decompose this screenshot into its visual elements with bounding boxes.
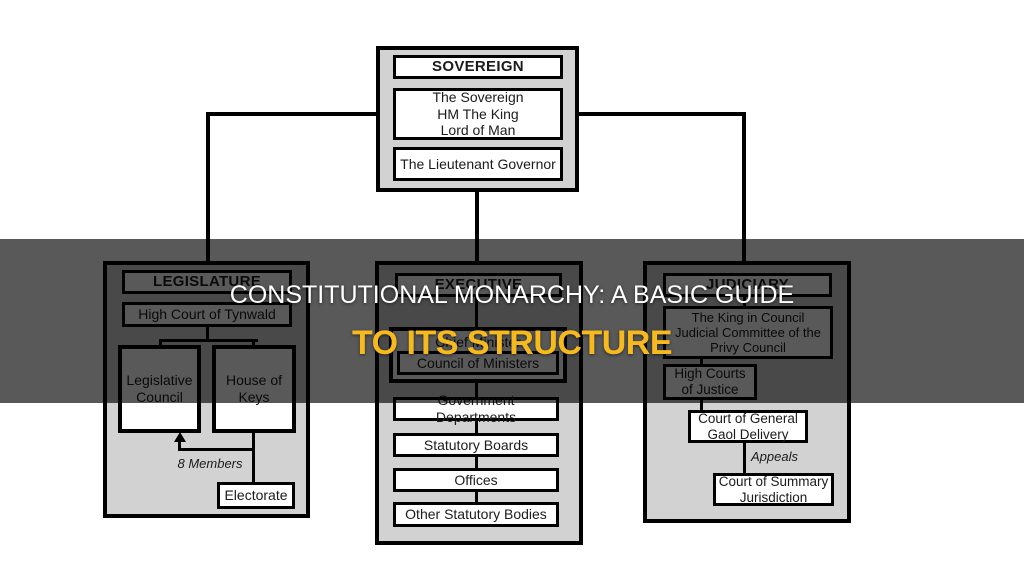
connector-line	[475, 492, 478, 502]
connector-line	[252, 433, 255, 451]
gaol-delivery-line: Gaol Delivery	[707, 426, 789, 442]
connector-line	[475, 421, 478, 433]
arrow-up-icon	[174, 432, 186, 442]
connector-line	[742, 112, 746, 261]
connector-line	[206, 112, 378, 116]
members-label: 8 Members	[177, 456, 243, 471]
connector-line	[475, 457, 478, 468]
statutory-boards-box: Statutory Boards	[393, 433, 559, 457]
connector-line	[743, 443, 746, 473]
sovereign-line: The Sovereign	[432, 89, 524, 106]
connector-line	[178, 441, 181, 451]
offices-box: Offices	[393, 468, 559, 492]
sovereign-box: The Sovereign HM The King Lord of Man	[393, 88, 563, 140]
appeals-label: Appeals	[751, 449, 798, 464]
connector-line	[475, 191, 479, 261]
lieutenant-governor-box: The Lieutenant Governor	[393, 147, 563, 181]
summary-jurisdiction-line: Court of Summary	[718, 473, 829, 489]
sovereign-group: SOVEREIGN The Sovereign HM The King Lord…	[376, 46, 579, 192]
connector-line	[700, 400, 703, 410]
sovereign-header: SOVEREIGN	[393, 55, 563, 79]
electorate-box: Electorate	[217, 482, 295, 509]
sovereign-line: Lord of Man	[440, 122, 516, 139]
connector-line	[577, 112, 746, 116]
title-banner-overlay: CONSTITUTIONAL MONARCHY: A BASIC GUIDE T…	[0, 239, 1024, 403]
banner-title: CONSTITUTIONAL MONARCHY: A BASIC GUIDE	[229, 281, 795, 309]
connector-line	[178, 448, 255, 451]
gaol-delivery-line: Court of General	[698, 410, 798, 426]
other-statutory-bodies-box: Other Statutory Bodies	[393, 502, 559, 527]
connector-line	[206, 112, 210, 261]
sovereign-line: HM The King	[437, 105, 519, 122]
banner-subtitle: TO ITS STRUCTURE	[351, 324, 673, 362]
summary-jurisdiction-line: Jurisdiction	[739, 489, 808, 505]
gaol-delivery-box: Court of General Gaol Delivery	[688, 410, 808, 443]
summary-jurisdiction-box: Court of Summary Jurisdiction	[713, 473, 834, 506]
connector-line	[252, 451, 255, 482]
